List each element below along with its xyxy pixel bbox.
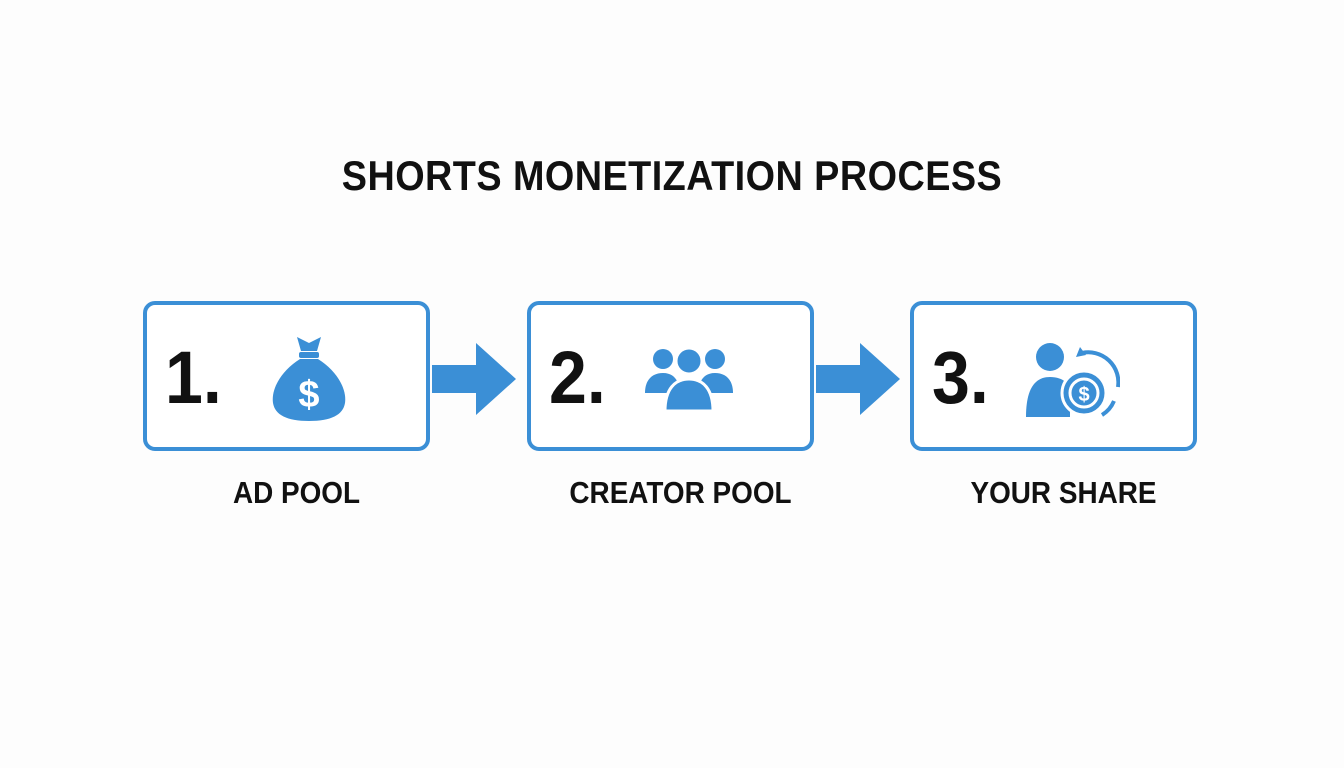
step-1-label: AD POOL <box>232 475 361 510</box>
arrow-right-icon <box>816 343 900 415</box>
diagram-title: SHORTS MONETIZATION PROCESS <box>341 152 1003 199</box>
svg-text:$: $ <box>1078 384 1089 406</box>
step-2-label: CREATOR POOL <box>569 475 792 510</box>
step-1-box: 1. $ <box>143 301 430 451</box>
people-group-icon <box>639 331 739 423</box>
step-2-box: 2. <box>527 301 814 451</box>
step-3-box: 3. $ <box>910 301 1197 451</box>
step-1-number: 1. <box>165 336 222 419</box>
money-bag-icon: $ <box>259 331 359 423</box>
person-coin-icon: $ <box>1020 331 1120 423</box>
svg-text:$: $ <box>298 374 319 416</box>
step-2-number: 2. <box>549 336 606 419</box>
step-3-number: 3. <box>932 336 989 419</box>
step-3-label: YOUR SHARE <box>970 475 1157 510</box>
arrow-right-icon <box>432 343 516 415</box>
